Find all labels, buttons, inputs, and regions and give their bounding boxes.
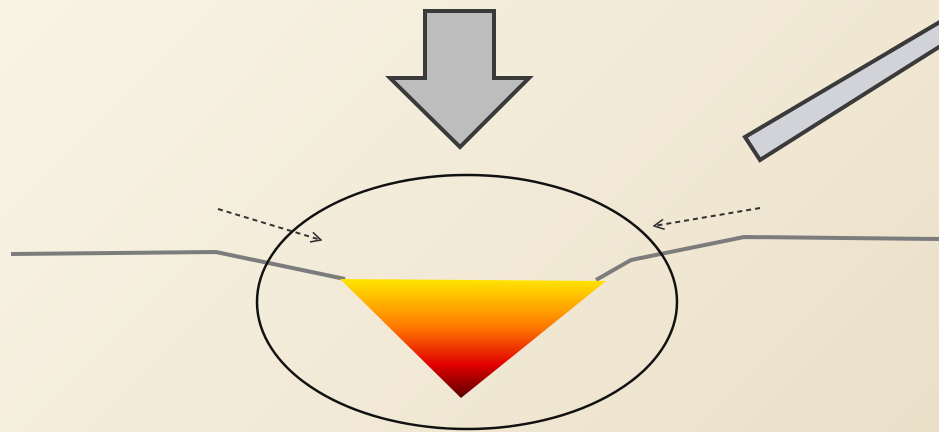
surface-line-right bbox=[595, 234, 939, 282]
slanted-bar-tool bbox=[742, 20, 939, 163]
focus-ellipse bbox=[255, 173, 679, 431]
dashed-arrow-left-icon bbox=[654, 207, 761, 226]
surface-line-left bbox=[10, 249, 346, 281]
melt-pool-triangle bbox=[340, 279, 606, 398]
down-block-arrow-icon bbox=[385, 9, 534, 150]
dashed-arrow-right-icon bbox=[217, 208, 321, 240]
